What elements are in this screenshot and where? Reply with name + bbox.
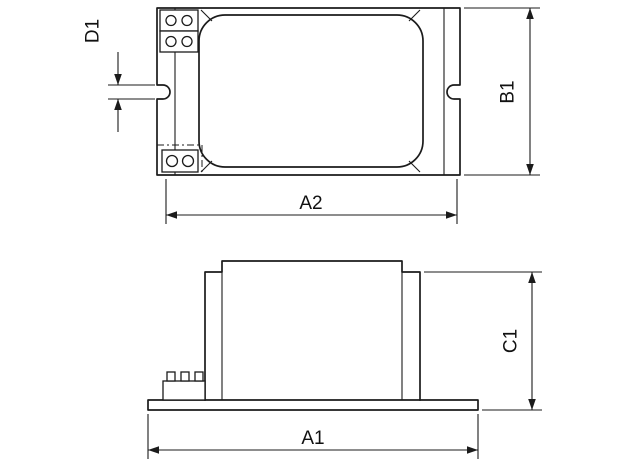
c1-label: C1 (501, 329, 522, 353)
corner-chamfer-lines (200, 9, 421, 173)
b1-extension-lines (464, 7, 540, 176)
a2-extension-lines (165, 179, 458, 224)
d1-label: D1 (83, 19, 104, 43)
terminal-hole-icon (165, 35, 177, 48)
d1-arrow-upper (114, 74, 122, 85)
a2-arrow-left (166, 211, 177, 219)
front-terminal-body (162, 380, 206, 401)
terminal-block-upper (159, 9, 199, 53)
front-terminal-lug (194, 371, 204, 382)
a2-arrow-right (446, 211, 457, 219)
hidden-edge-dashdot (157, 144, 203, 175)
top-view-outline (156, 7, 461, 176)
b1-arrow-top (526, 8, 534, 19)
front-view-outline (204, 260, 421, 401)
b1-arrow-bottom (526, 164, 534, 175)
terminal-hole-icon (181, 154, 195, 168)
a1-arrow-right (467, 446, 478, 454)
a1-arrow-left (148, 446, 159, 454)
front-view-inner-edges (221, 272, 403, 400)
c1-arrow-bottom (528, 399, 536, 410)
dimension-b1: B1 (464, 7, 540, 176)
a1-extension-lines (147, 414, 479, 459)
top-view-inner-edges (174, 8, 445, 175)
dimension-a1: A1 (147, 414, 479, 459)
front-view: C1 A1 (147, 260, 542, 459)
terminal-block-lower-body (161, 149, 199, 173)
a2-label: A2 (299, 193, 322, 214)
b1-label: B1 (498, 80, 519, 103)
c1-extension-lines (424, 271, 542, 411)
c1-arrow-top (528, 272, 536, 283)
terminal-hole-icon (165, 154, 179, 168)
terminal-hole-icon (181, 14, 193, 27)
dimension-a2: A2 (165, 179, 458, 224)
d1-arrow-lower (114, 99, 122, 110)
d1-extension-lines (108, 84, 155, 100)
coil-body-outline (198, 14, 424, 168)
front-terminal-lug (166, 371, 176, 382)
front-terminal-lug (180, 371, 190, 382)
front-terminal-block (162, 371, 206, 401)
base-plate (147, 399, 479, 411)
terminal-hole-icon (181, 35, 193, 48)
top-view: D1 B1 A2 (83, 7, 540, 224)
a1-label: A1 (301, 428, 324, 449)
dimension-d1: D1 (83, 19, 155, 132)
dimension-c1: C1 (424, 271, 542, 411)
terminal-hole-icon (165, 14, 177, 27)
terminal-block-lower (161, 149, 199, 173)
